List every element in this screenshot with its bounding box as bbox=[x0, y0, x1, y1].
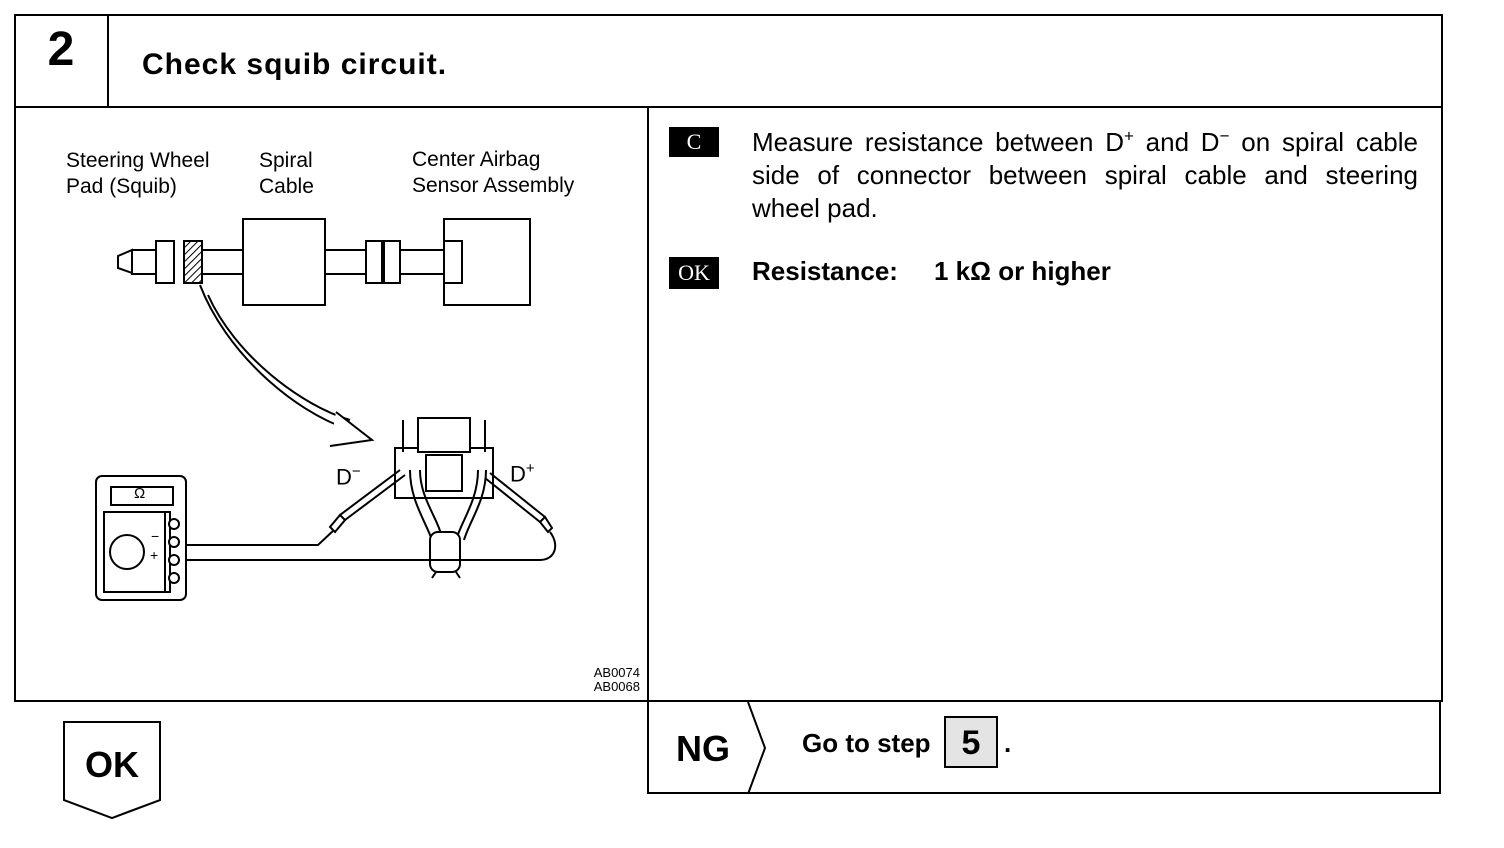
label-d-minus: D− bbox=[336, 463, 361, 490]
resistance-value: 1 kΩ or higher bbox=[934, 256, 1111, 286]
ok-badge: OK bbox=[669, 257, 719, 289]
label-steering-wheel-pad: Steering Wheel Pad (Squib) bbox=[66, 149, 210, 198]
ok-flow-label: OK bbox=[85, 744, 139, 785]
probe-d-plus bbox=[484, 472, 546, 523]
probe-d-minus bbox=[339, 469, 406, 521]
inline-connector-left bbox=[365, 240, 383, 284]
ok-pentagon bbox=[63, 721, 161, 820]
ohmmeter-dial bbox=[109, 534, 145, 570]
lead-plus bbox=[182, 531, 557, 561]
squib-connector-half bbox=[155, 240, 175, 284]
squib-plug bbox=[117, 248, 133, 275]
hatched-connector bbox=[183, 240, 203, 284]
meter-plus-sign: + bbox=[150, 547, 159, 563]
ohmmeter-display bbox=[110, 486, 174, 506]
callout-arrow bbox=[199, 284, 351, 431]
check-instruction: Measure resistance between D+ and D− on … bbox=[752, 126, 1418, 223]
check-badge: C bbox=[669, 127, 719, 157]
meter-minus-sign: − bbox=[151, 528, 160, 544]
ng-arrow-shape bbox=[747, 701, 767, 795]
step-number-divider bbox=[107, 14, 109, 108]
step-number: 2 bbox=[47, 23, 75, 76]
goto-period: . bbox=[1004, 728, 1012, 758]
step-title: Check squib circuit. bbox=[142, 48, 448, 81]
goto-text: Go to step bbox=[802, 728, 931, 758]
squib-connector-male bbox=[131, 249, 157, 275]
label-sensor-assembly: Center Airbag Sensor Assembly bbox=[412, 148, 575, 197]
label-spiral-cable: Spiral Cable bbox=[259, 149, 314, 198]
goto-step-link[interactable]: 5 bbox=[944, 716, 998, 768]
inline-connector-right bbox=[383, 240, 401, 284]
ng-box bbox=[647, 700, 1441, 794]
spiral-cable-box bbox=[242, 218, 326, 306]
lead-minus bbox=[182, 529, 335, 546]
figure-code: AB0074 AB0068 bbox=[593, 665, 640, 694]
resistance-label: Resistance: bbox=[752, 256, 898, 286]
column-divider bbox=[647, 106, 649, 702]
ng-label: NG bbox=[676, 728, 730, 769]
label-d-plus: D+ bbox=[510, 460, 535, 487]
header-divider bbox=[14, 106, 1443, 108]
ohm-symbol: Ω bbox=[134, 485, 146, 502]
